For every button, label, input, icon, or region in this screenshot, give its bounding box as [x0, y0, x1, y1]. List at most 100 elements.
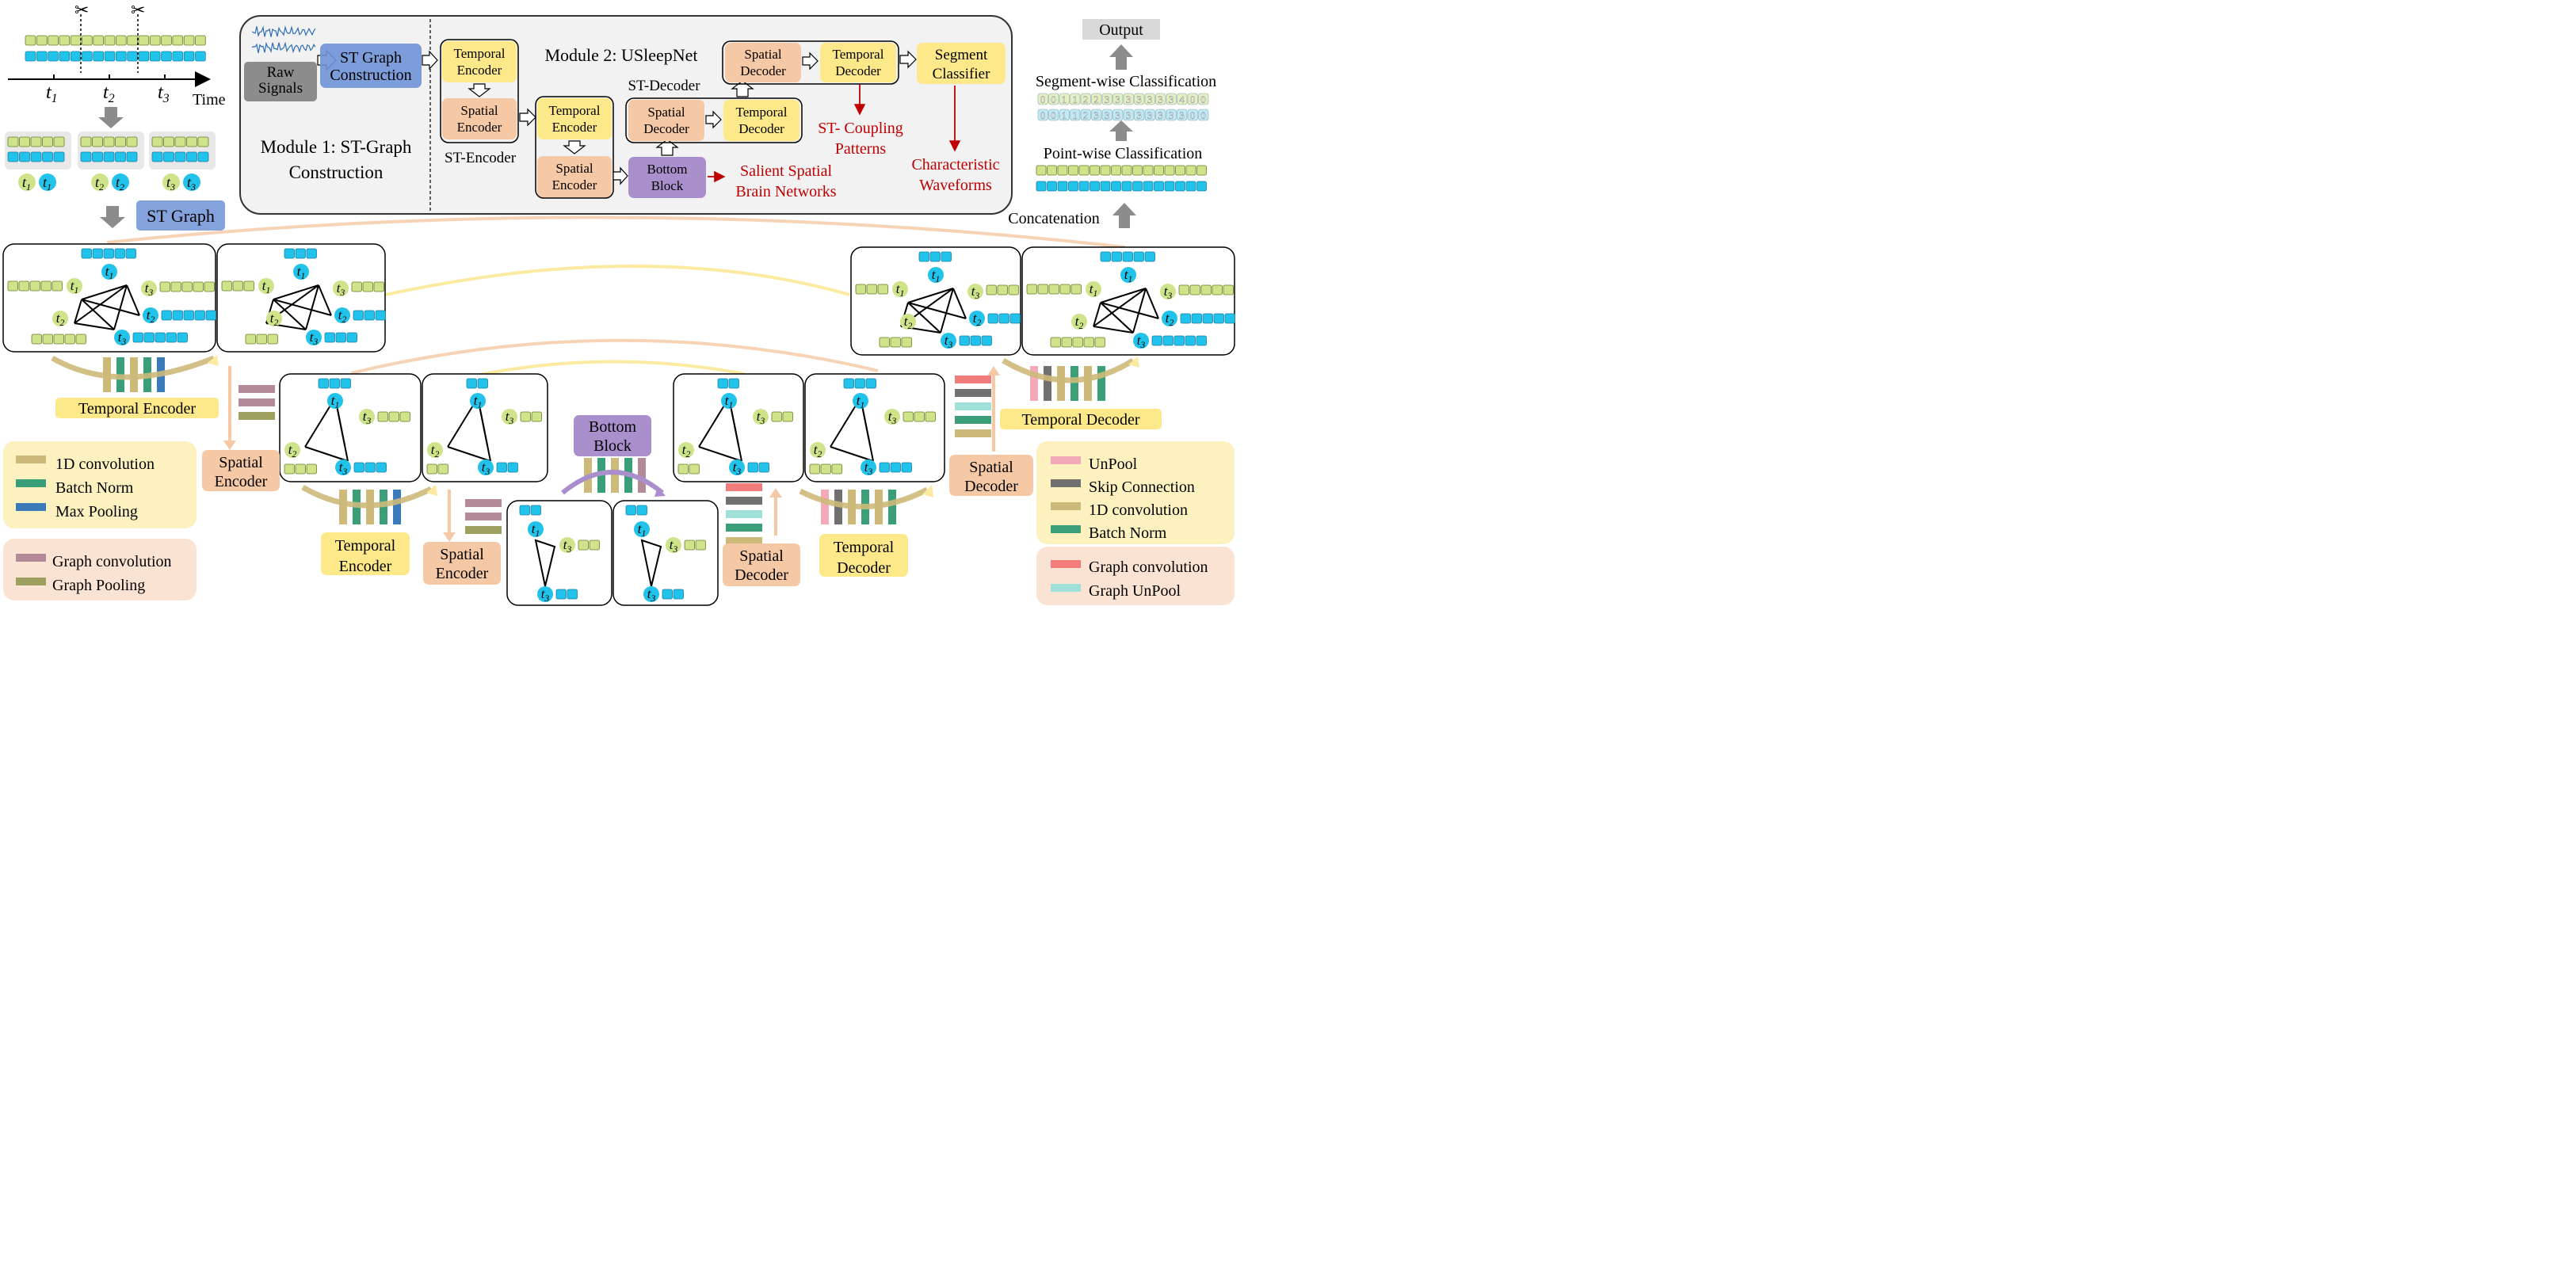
graph-node	[1133, 333, 1149, 349]
blue-cell-row	[132, 332, 188, 343]
skip-connection-curves	[106, 215, 1126, 377]
svg-text:3: 3	[1115, 93, 1120, 105]
node-time-label: t3	[647, 586, 656, 604]
st-decoder-label: ST-Decoder	[628, 78, 700, 94]
green-cell-row	[520, 411, 542, 422]
green-cell-row	[284, 463, 317, 475]
svg-text:0: 0	[1200, 109, 1206, 121]
st-graph-construction-box	[320, 44, 422, 88]
svg-text:0: 0	[1040, 93, 1046, 105]
node-time-label: t1	[1090, 281, 1098, 299]
green-cell-row	[25, 35, 206, 46]
blue-cell-row	[318, 378, 351, 389]
svg-text:2: 2	[1083, 93, 1089, 105]
node-time-label: t1	[43, 174, 52, 193]
green-cell-row	[1178, 284, 1234, 295]
node-time-label: t3	[339, 459, 348, 477]
graph-node	[967, 284, 983, 299]
layer-stripe-group	[239, 385, 275, 420]
blue-cell-row	[519, 505, 541, 516]
graph-node	[753, 409, 769, 425]
graph-node	[266, 311, 282, 326]
layer-stripe-group	[465, 499, 502, 534]
legend-right: UnPool Skip Connection 1D convolution Ba…	[1036, 441, 1235, 605]
legend-item-graph-pooling: Graph Pooling	[52, 577, 145, 594]
t2-label: t2	[103, 82, 115, 105]
green-cell-row	[1036, 165, 1207, 176]
blue-cell-row	[161, 310, 216, 321]
svg-text:0: 0	[1040, 109, 1046, 121]
blue-cell-row	[918, 251, 952, 262]
graph-node	[470, 393, 486, 409]
blue-cell-row	[81, 248, 136, 259]
svg-text:3: 3	[1126, 93, 1132, 105]
node-time-label: t3	[482, 459, 490, 477]
temporal-encoder-box	[442, 41, 517, 82]
svg-text:3: 3	[1169, 93, 1174, 105]
output-box	[1082, 19, 1160, 40]
svg-text:3: 3	[1147, 109, 1153, 121]
node-time-label: t2	[904, 314, 913, 331]
graph-node	[941, 333, 956, 349]
blue-cell-row	[80, 151, 138, 162]
graph-node	[427, 442, 443, 458]
node-circle	[91, 173, 109, 191]
graph-node	[141, 280, 157, 296]
legend-item-batch-norm: Batch Norm	[55, 479, 134, 497]
graph-node	[1162, 311, 1177, 326]
node-time-label: t1	[71, 278, 79, 295]
svg-text:2: 2	[1093, 93, 1099, 105]
legend-item-max-pooling: Max Pooling	[55, 503, 138, 520]
segment-wise-label: Segment-wise Classification	[1036, 73, 1216, 90]
svg-text:0: 0	[1051, 93, 1056, 105]
node-time-label: t1	[1124, 267, 1133, 284]
svg-text:3: 3	[1169, 109, 1174, 121]
node-time-label: t3	[670, 537, 678, 555]
graph-node	[1120, 267, 1136, 283]
node-time-label: t3	[971, 284, 980, 301]
blue-cell-row	[747, 462, 769, 473]
svg-text:3: 3	[1179, 109, 1185, 121]
node-time-label: t3	[506, 409, 514, 426]
node-time-label: t2	[1075, 314, 1084, 331]
green-cell-row	[1026, 284, 1082, 295]
node-time-label: t2	[973, 311, 982, 328]
legend-item-1d-convolution: 1D convolution	[55, 456, 155, 473]
legend-item-1d-convolution: 1D convolution	[1089, 501, 1188, 519]
green-cell-row	[159, 281, 215, 292]
graph-node	[67, 278, 82, 294]
blue-cell-row	[959, 335, 992, 346]
graph-node	[928, 267, 944, 283]
node-time-label: t3	[541, 586, 550, 604]
svg-text:3: 3	[1115, 109, 1120, 121]
graph-node	[528, 521, 544, 537]
legend-item-graph-convolution: Graph convolution	[1089, 559, 1208, 576]
node-time-label: t1	[638, 521, 647, 539]
node-circle	[112, 173, 129, 191]
node-time-label: t3	[310, 330, 319, 347]
graph-node	[884, 409, 900, 425]
node-circle	[39, 173, 56, 191]
graph-node	[502, 409, 517, 425]
svg-text:0: 0	[1190, 109, 1196, 121]
node-time-label: t2	[338, 307, 347, 325]
green-cell-row	[684, 539, 706, 551]
node-time-label: t3	[945, 333, 953, 350]
graph-node	[52, 311, 68, 326]
